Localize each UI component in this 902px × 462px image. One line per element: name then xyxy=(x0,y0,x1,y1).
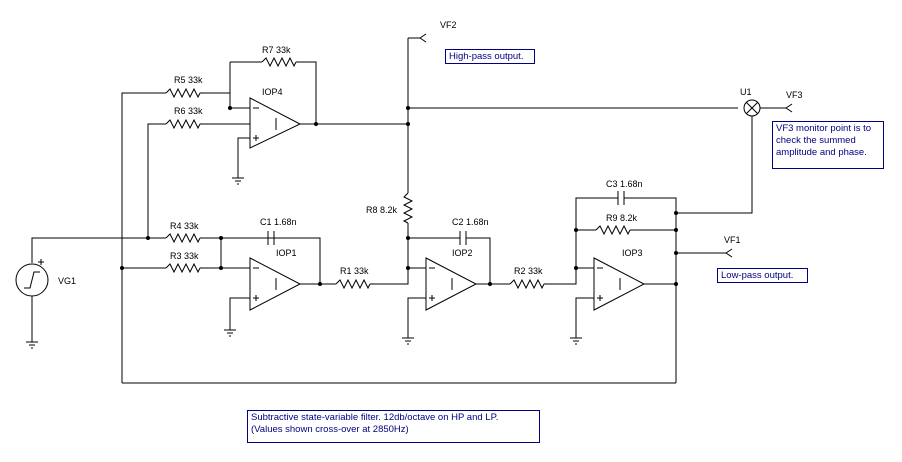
resistor-r7: R7 33k xyxy=(261,45,297,68)
resistor-r2: R2 33k xyxy=(509,266,545,290)
opamp-iop1: IOP1 xyxy=(249,248,302,311)
svg-text:R7 33k: R7 33k xyxy=(262,45,291,55)
resistor-r4: R4 33k xyxy=(165,221,201,244)
svg-text:VF3: VF3 xyxy=(786,90,803,100)
description-line-2: (Values shown cross-over at 2850Hz) xyxy=(251,424,409,435)
note-low-pass-output: Low-pass output. xyxy=(717,268,808,283)
capacitor-c3: C3 1.68n xyxy=(606,179,643,205)
svg-text:C3 1.68n: C3 1.68n xyxy=(606,179,643,189)
capacitor-c1: C1 1.68n xyxy=(250,217,297,245)
svg-text:R5 33k: R5 33k xyxy=(174,75,203,85)
capacitor-c2: C2 1.68n xyxy=(452,217,489,245)
svg-text:U1: U1 xyxy=(740,87,752,97)
resistor-r6: R6 33k xyxy=(165,106,203,130)
svg-text:VF2: VF2 xyxy=(440,20,457,30)
svg-text:R9 8.2k: R9 8.2k xyxy=(606,213,638,223)
svg-text:IOP3: IOP3 xyxy=(622,248,643,258)
ground-icon xyxy=(402,337,414,345)
note-high-pass-output: High-pass output. xyxy=(445,49,535,64)
note-monitor-point: VF3 monitor point is to check the summed… xyxy=(772,121,884,169)
resistor-r3: R3 33k xyxy=(165,251,201,274)
opamp-iop3: IOP3 xyxy=(593,248,646,311)
svg-text:IOP1: IOP1 xyxy=(276,248,297,258)
summer-u1: U1 xyxy=(740,87,761,117)
note-filter-description: Subtractive state-variable filter. 12db/… xyxy=(247,410,540,443)
probe-vf2: VF2 xyxy=(419,20,457,43)
svg-text:R8 8.2k: R8 8.2k xyxy=(366,205,398,215)
svg-text:VF1: VF1 xyxy=(724,235,741,245)
resistor-r1: R1 33k xyxy=(335,266,371,290)
svg-text:IOP2: IOP2 xyxy=(452,248,473,258)
ground-icon xyxy=(224,329,236,337)
svg-text:R2 33k: R2 33k xyxy=(514,266,543,276)
ground-icon xyxy=(232,177,244,185)
svg-text:R1 33k: R1 33k xyxy=(340,266,369,276)
description-line-1: Subtractive state-variable filter. 12db/… xyxy=(251,412,499,423)
resistor-r8: R8 8.2k xyxy=(366,192,414,224)
svg-text:C2 1.68n: C2 1.68n xyxy=(452,217,489,227)
junction-dots xyxy=(120,106,678,286)
signal-source-vg1: VG1 xyxy=(15,259,76,297)
probe-vf3: VF3 xyxy=(785,90,803,113)
svg-text:IOP4: IOP4 xyxy=(262,87,283,97)
resistor-r9: R9 8.2k xyxy=(595,213,638,236)
opamp-iop4: IOP4 xyxy=(249,87,302,149)
svg-text:VG1: VG1 xyxy=(58,276,76,286)
ground-icon xyxy=(26,341,38,349)
ground-icon xyxy=(570,337,582,345)
resistor-r5: R5 33k xyxy=(165,75,203,99)
svg-text:C1 1.68n: C1 1.68n xyxy=(260,217,297,227)
probe-vf1: VF1 xyxy=(724,235,741,258)
svg-text:R3 33k: R3 33k xyxy=(170,251,199,261)
svg-text:R6 33k: R6 33k xyxy=(174,106,203,116)
svg-text:R4 33k: R4 33k xyxy=(170,221,199,231)
opamp-iop2: IOP2 xyxy=(425,248,478,311)
